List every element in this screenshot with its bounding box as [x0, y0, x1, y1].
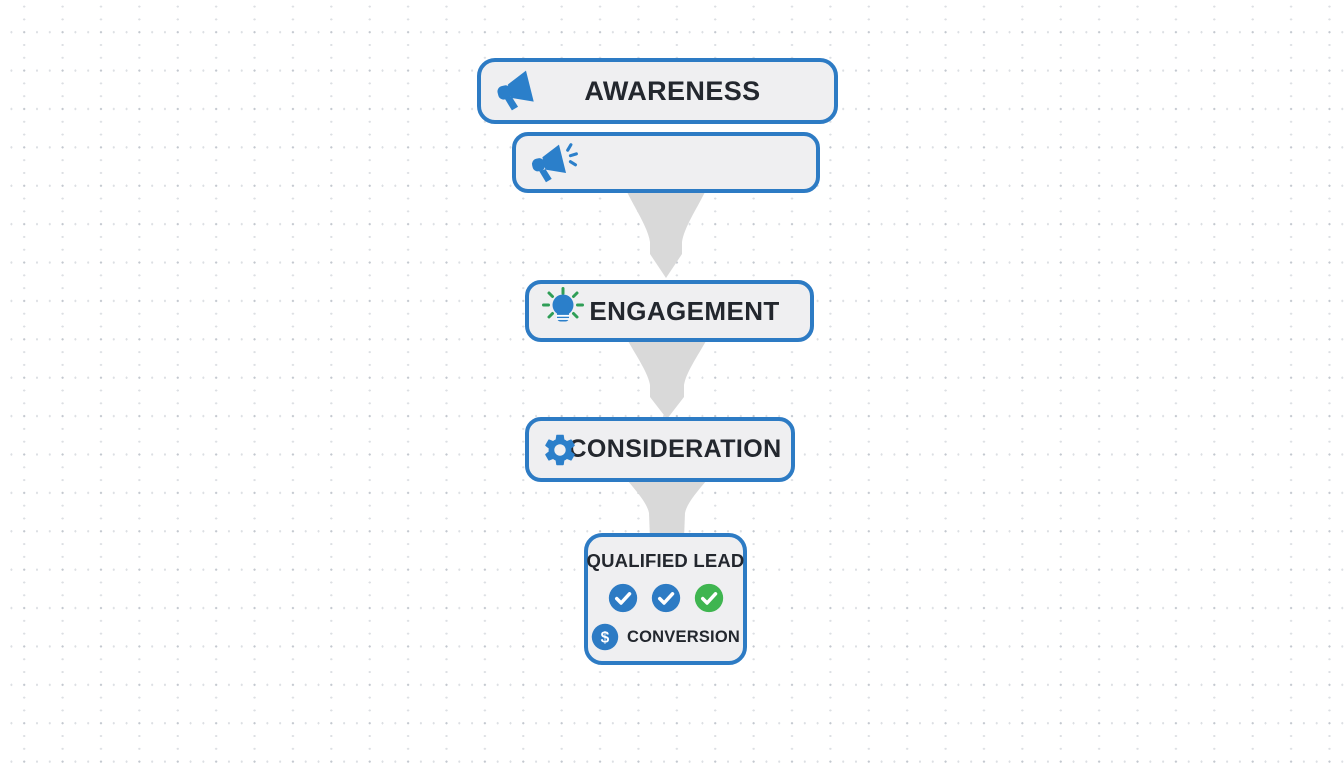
stage-box-awareness[interactable]: AWARENESS	[477, 58, 838, 124]
funnel-connector-1	[627, 192, 705, 278]
check-icon	[651, 583, 680, 613]
lightbulb-icon	[541, 287, 585, 335]
qualified-lead-title: QUALIFIED LEAD	[586, 550, 745, 571]
stage-box-engagement[interactable]: ENGAGEMENT	[525, 280, 814, 342]
conversion-label: CONVERSION	[627, 627, 740, 646]
stage-box-qualified-lead[interactable]: QUALIFIED LEAD $ CONVERSION	[584, 533, 747, 665]
stage-box-announcement[interactable]	[512, 132, 820, 193]
svg-text:$: $	[601, 629, 610, 646]
checks-row	[608, 583, 724, 613]
check-icon	[608, 583, 637, 613]
stage-consideration-label: CONSIDERATION	[568, 435, 782, 463]
megaphone-icon	[493, 70, 539, 112]
funnel-connector-2	[628, 341, 706, 419]
stage-engagement-label: ENGAGEMENT	[589, 295, 780, 326]
stage-awareness-label: AWARENESS	[584, 75, 761, 106]
megaphone-sound-icon	[528, 142, 580, 184]
check-icon	[694, 583, 723, 613]
gear-icon	[541, 431, 579, 469]
conversion-row: $ CONVERSION	[591, 623, 740, 651]
dollar-icon: $	[591, 623, 619, 651]
funnel-connector-3	[628, 481, 706, 539]
stage-box-consideration[interactable]: CONSIDERATION	[525, 417, 795, 482]
